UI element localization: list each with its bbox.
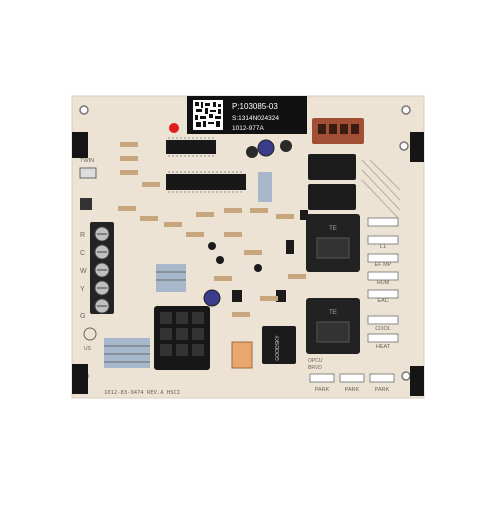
label-park-2: PARK [345, 387, 360, 393]
power-connector [312, 118, 364, 144]
relay-brand-2: TE [329, 310, 337, 316]
silk-brvd: BRVD [308, 365, 322, 371]
silk-twin: TWIN [80, 158, 94, 164]
relay-brand-1: TE [329, 226, 337, 232]
terminal-letters: R C W Y G [80, 232, 87, 320]
fuse-block [231, 341, 253, 369]
transformer-brand: GOODSKY [275, 335, 281, 361]
silk-c: C [80, 250, 85, 257]
bottom-spade-terminals [309, 373, 395, 383]
label-park-3: PARK [375, 387, 390, 393]
silk-footer: 1012-83-9474 REV.A HSCI [104, 390, 180, 396]
right-terminal-labels: L1 EF MP HUM EAC COOL HEAT [375, 244, 392, 350]
transformer: GOODSKY [262, 326, 296, 364]
electrolytic-capacitors [203, 139, 292, 307]
label-l1: L1 [380, 244, 386, 250]
label-ef-mp: EF MP [375, 262, 392, 268]
thermostat-terminal-block [90, 222, 114, 314]
silkscreen-hatch [361, 159, 401, 219]
silk-us: US [84, 346, 92, 352]
bottom-terminal-labels: PARK PARK PARK [315, 387, 390, 393]
label-hum: HUM [377, 280, 390, 286]
silk-y: Y [80, 286, 85, 293]
small-relays [308, 154, 356, 210]
molex-connector [154, 306, 210, 370]
corner-brackets [72, 132, 424, 396]
ic-pins [168, 137, 244, 193]
silk-g: G [80, 313, 85, 320]
resistor-banks [104, 172, 272, 368]
silk-r: R [80, 232, 85, 239]
resistors [118, 142, 306, 317]
label-revision: 1012-977A [232, 125, 264, 132]
integrated-circuits [166, 140, 246, 190]
reset-button [80, 198, 92, 210]
label-eac: EAC [377, 298, 388, 304]
ul-mark [83, 327, 97, 341]
right-spade-terminals [367, 217, 399, 343]
label-serial-number: S:1314N024324 [232, 115, 279, 122]
status-led [169, 123, 179, 133]
label-part-number: P:103085-03 [232, 102, 278, 111]
label-cool: COOL [375, 326, 391, 332]
transistors [208, 210, 308, 302]
silk-opcu: OPCU [308, 358, 323, 364]
label-heat: HEAT [376, 344, 391, 350]
main-relays: TE TE [306, 214, 360, 354]
label-park-1: PARK [315, 387, 330, 393]
part-label-sticker: P:103085-03 S:1314N024324 1012-977A [187, 96, 307, 134]
silk-w: W [80, 268, 87, 275]
twin-jumper [79, 167, 97, 179]
